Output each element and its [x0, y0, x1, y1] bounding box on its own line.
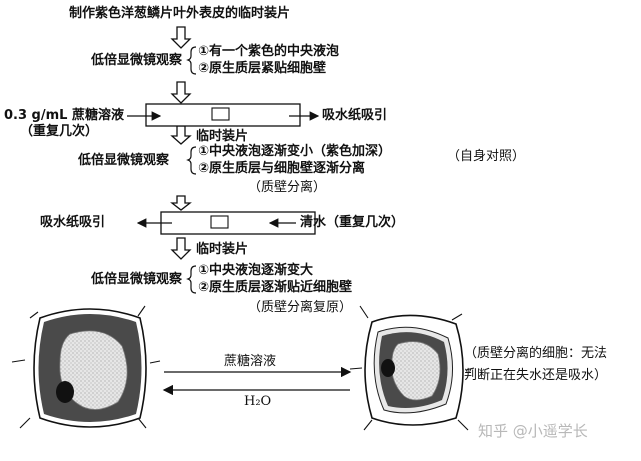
brace-1 — [186, 46, 197, 75]
step1-observation-2: ②原生质层紧贴细胞壁 — [198, 61, 327, 76]
step2-observation-1: ①中央液泡逐渐变小（紫色加深） — [198, 144, 392, 159]
step1-observe-label: 低倍显微镜观察 — [91, 53, 183, 68]
down-arrow-2 — [170, 81, 192, 104]
cell-note-line-2: 判断正在失水还是吸水） — [464, 368, 608, 383]
down-arrow-3 — [170, 125, 192, 145]
repeat-label-1: （重复几次） — [20, 124, 99, 139]
blotting-paper-label-1: 吸水纸吸引 — [322, 108, 388, 123]
recovery-note: （质壁分离复原） — [248, 300, 353, 315]
self-control-note: （自身对照） — [447, 149, 526, 164]
brace-2 — [186, 146, 197, 175]
slide-label-2: 临时装片 — [196, 242, 249, 257]
step1-observation-1: ①有一个紫色的中央液泡 — [198, 44, 340, 59]
plasmolyzed-cell — [349, 305, 475, 431]
normal-cell — [11, 305, 161, 429]
step2-observation-2: ②原生质层与细胞壁逐渐分离 — [198, 161, 366, 176]
water-arrow-label: H₂O — [244, 394, 272, 409]
cell-note-line-1: （质壁分离的细胞：无法 — [464, 346, 608, 361]
step3-observation-1: ①中央液泡逐渐变大 — [198, 263, 314, 278]
step3-observation-2: ②原生质层逐渐贴近细胞壁 — [198, 280, 353, 295]
watermark: 知乎 @小遥学长 — [478, 422, 588, 440]
diagram-title: 制作紫色洋葱鳞片叶外表皮的临时装片 — [69, 6, 291, 21]
blotting-paper-label-2: 吸水纸吸引 — [40, 215, 106, 230]
step3-observe-label: 低倍显微镜观察 — [91, 272, 183, 287]
down-arrow-4 — [170, 195, 192, 211]
sucrose-solution-label: 0.3 g/mL 蔗糖溶液 — [4, 108, 124, 123]
down-arrow-1 — [170, 26, 192, 49]
step2-observe-label: 低倍显微镜观察 — [78, 153, 170, 168]
plasmolysis-note: （质壁分离） — [248, 180, 327, 195]
water-label: 清水（重复几次） — [300, 215, 405, 230]
brace-3 — [186, 265, 197, 294]
sucrose-arrow-label: 蔗糖溶液 — [224, 354, 277, 369]
slide-2 — [136, 211, 316, 235]
slide-label-1: 临时装片 — [196, 129, 249, 144]
down-arrow-5 — [170, 237, 192, 260]
slide-1 — [127, 103, 320, 127]
